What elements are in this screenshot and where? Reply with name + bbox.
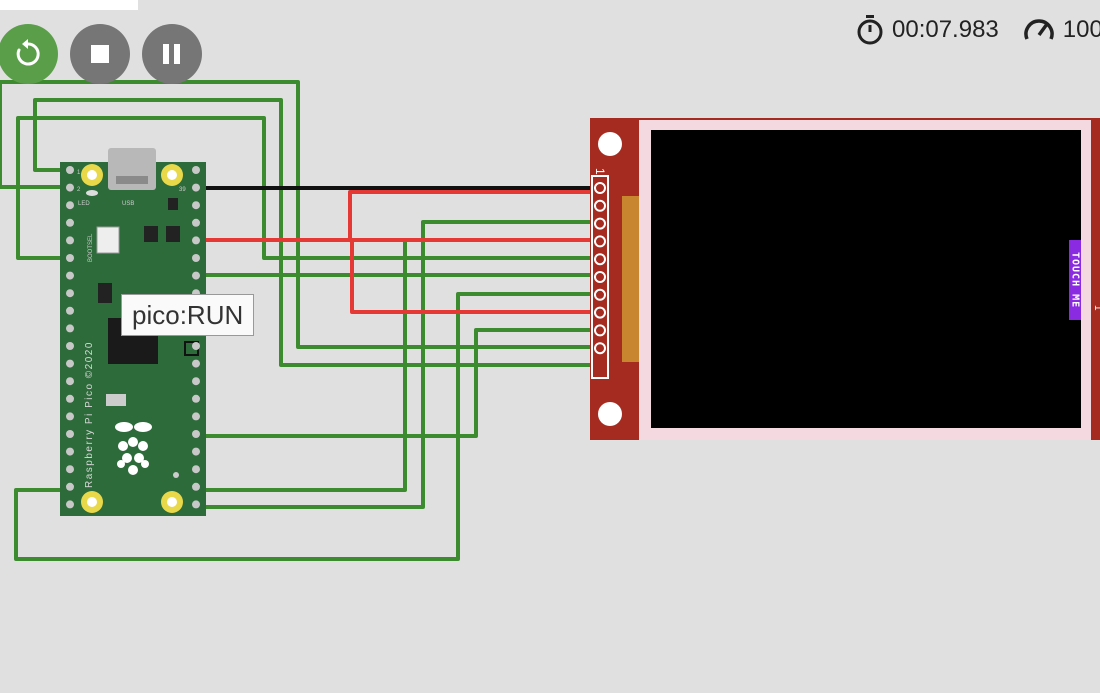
bootsel-label: BOOTSEL bbox=[88, 233, 94, 262]
pin[interactable] bbox=[66, 359, 74, 368]
wire bbox=[14, 292, 600, 561]
pin[interactable] bbox=[192, 465, 200, 474]
pin[interactable] bbox=[192, 201, 200, 210]
tft-pin-header bbox=[594, 182, 606, 355]
pin[interactable] bbox=[594, 182, 606, 194]
pin[interactable] bbox=[66, 201, 74, 210]
pin[interactable] bbox=[192, 342, 200, 350]
pin[interactable] bbox=[66, 324, 74, 333]
pin[interactable] bbox=[192, 254, 200, 262]
stop-button[interactable] bbox=[70, 24, 130, 84]
pin[interactable] bbox=[66, 394, 74, 403]
raspberry-logo-icon bbox=[115, 422, 152, 475]
restart-button[interactable] bbox=[0, 24, 58, 84]
pin2-label: 2 bbox=[77, 187, 81, 193]
tft-right-label: 1 bbox=[1092, 305, 1100, 311]
pin[interactable] bbox=[192, 430, 200, 438]
pin[interactable] bbox=[192, 218, 200, 227]
wire bbox=[350, 240, 600, 314]
pin[interactable] bbox=[192, 447, 200, 456]
pin[interactable] bbox=[192, 359, 200, 368]
simulation-stats: 00:07.983 100 bbox=[856, 14, 1100, 46]
touch-me-badge[interactable]: TOUCH ME bbox=[1069, 240, 1081, 320]
simulation-speed: 100 bbox=[1062, 16, 1100, 43]
speedometer-icon bbox=[1024, 19, 1054, 40]
tft-display-module[interactable]: 1 1 bbox=[590, 118, 1100, 440]
pin[interactable] bbox=[192, 500, 200, 509]
pause-icon bbox=[163, 44, 180, 64]
restart-icon bbox=[16, 39, 40, 66]
wire bbox=[192, 220, 600, 509]
pin[interactable] bbox=[594, 288, 606, 301]
pin[interactable] bbox=[66, 482, 74, 491]
pin[interactable] bbox=[66, 447, 74, 456]
pin[interactable] bbox=[66, 183, 74, 192]
stopwatch-icon bbox=[857, 15, 883, 45]
pin39-label: 39 bbox=[179, 187, 186, 193]
pin[interactable] bbox=[66, 500, 74, 509]
pin[interactable] bbox=[66, 430, 74, 438]
wire bbox=[16, 116, 600, 260]
pin[interactable] bbox=[192, 271, 200, 280]
mount-hole bbox=[598, 132, 622, 156]
red-wires bbox=[192, 190, 600, 314]
usb-label: USB bbox=[122, 201, 134, 207]
pin[interactable] bbox=[594, 253, 606, 266]
pin[interactable] bbox=[66, 306, 74, 315]
board-silkscreen: Raspberry Pi Pico ©2020 bbox=[84, 341, 95, 488]
tft-header-outline bbox=[591, 175, 609, 379]
pin[interactable] bbox=[66, 377, 74, 386]
pin-tooltip: pico:RUN bbox=[121, 294, 255, 336]
tft-screen[interactable] bbox=[651, 130, 1081, 428]
pin[interactable] bbox=[192, 482, 200, 491]
pin[interactable] bbox=[192, 394, 200, 403]
elapsed-time: 00:07.983 bbox=[892, 16, 999, 43]
pin[interactable] bbox=[594, 306, 606, 319]
pause-button[interactable] bbox=[142, 24, 202, 84]
pin[interactable] bbox=[594, 324, 606, 337]
pin[interactable] bbox=[66, 254, 74, 262]
pin[interactable] bbox=[66, 271, 74, 280]
pin[interactable] bbox=[192, 412, 200, 421]
mount-hole bbox=[598, 402, 622, 426]
pin[interactable] bbox=[594, 199, 606, 212]
pin[interactable] bbox=[66, 166, 74, 174]
pin[interactable] bbox=[66, 412, 74, 421]
bootsel-button[interactable] bbox=[96, 226, 120, 254]
led-label: LED bbox=[78, 201, 90, 207]
pin[interactable] bbox=[66, 289, 74, 298]
pin[interactable] bbox=[594, 271, 606, 283]
tft-pin1-label: 1 bbox=[593, 168, 607, 175]
wire bbox=[192, 328, 600, 438]
led bbox=[86, 190, 98, 196]
pin[interactable] bbox=[66, 218, 74, 227]
pin[interactable] bbox=[192, 183, 200, 192]
pin[interactable] bbox=[192, 236, 200, 245]
pin1-label: 1 bbox=[77, 170, 81, 176]
pin[interactable] bbox=[192, 166, 200, 174]
wire bbox=[192, 190, 600, 242]
pico-board[interactable] bbox=[60, 148, 206, 516]
pin[interactable] bbox=[594, 217, 606, 230]
pin[interactable] bbox=[192, 377, 200, 386]
top-strip bbox=[0, 0, 138, 10]
wire bbox=[0, 80, 600, 349]
pin[interactable] bbox=[66, 236, 74, 245]
wire bbox=[33, 98, 600, 367]
pin[interactable] bbox=[66, 342, 74, 350]
pin[interactable] bbox=[594, 235, 606, 248]
pin[interactable] bbox=[594, 342, 606, 355]
pin[interactable] bbox=[66, 465, 74, 474]
stop-icon bbox=[91, 45, 109, 63]
